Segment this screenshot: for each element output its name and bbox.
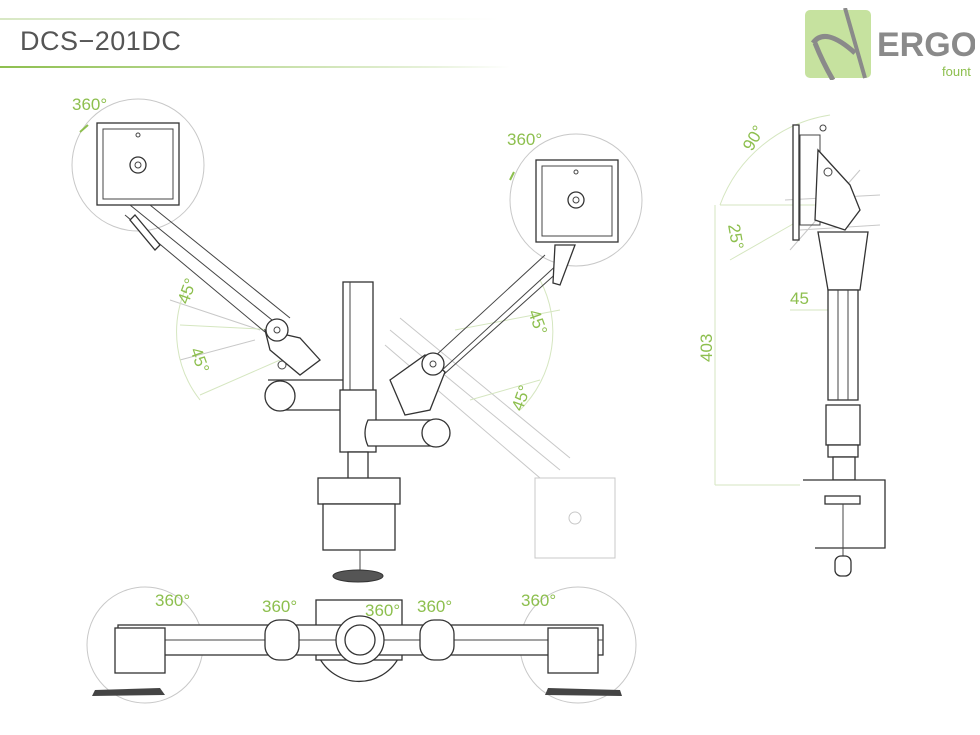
left-arm-upper-angle: 45° [174, 276, 201, 307]
right-foot [545, 688, 622, 696]
page-title: DCS−201DC [20, 26, 182, 56]
top-rotation-2: 360° [262, 597, 297, 616]
tilt-down-label: 25° [724, 222, 747, 251]
side-clamp [803, 479, 886, 549]
side-clamp-knob [834, 555, 852, 577]
tilt-up-label: 90° [739, 122, 768, 154]
clamp-knob [332, 569, 384, 583]
top-rotation-3: 360° [365, 601, 400, 620]
offset-label: 45 [790, 289, 809, 308]
title-divider-top [0, 18, 500, 20]
side-monitor-plate [792, 124, 800, 241]
right-arm-lower-angle: 45° [508, 383, 535, 414]
logo-sub: fount [942, 64, 971, 79]
height-label: 403 [697, 334, 716, 362]
right-lower-joint [421, 418, 451, 448]
ergofount-logo: ERGO fount [805, 8, 975, 80]
top-view: 360° 360° 360° 360° 360° [86, 586, 637, 704]
title-divider-bottom [0, 66, 510, 68]
left-foot [92, 688, 165, 696]
right-arm-upper-angle: 45° [524, 307, 551, 338]
desk-clamp [322, 503, 396, 551]
logo-brand: ERGO [877, 26, 975, 64]
side-view: 90° 25° 45 403 [697, 114, 886, 577]
center-pole [342, 281, 374, 393]
left-rotation-circle [71, 98, 205, 232]
left-rotation-label: 360° [72, 95, 107, 114]
left-rotation-arrow-icon [79, 124, 89, 133]
right-rotation-arrow-icon [509, 171, 515, 181]
front-view: 360° 360° 45° 45° 45° 45° [71, 95, 643, 583]
left-arm-lower-angle: 45° [186, 345, 213, 376]
side-pole [827, 289, 859, 401]
right-rotation-label: 360° [507, 130, 542, 149]
top-rotation-1: 360° [155, 591, 190, 610]
right-rotation-circle [509, 133, 643, 267]
left-lower-joint [264, 380, 296, 412]
top-rotation-5: 360° [521, 591, 556, 610]
desk-clamp-plate [317, 477, 401, 505]
top-rotation-4: 360° [417, 597, 452, 616]
